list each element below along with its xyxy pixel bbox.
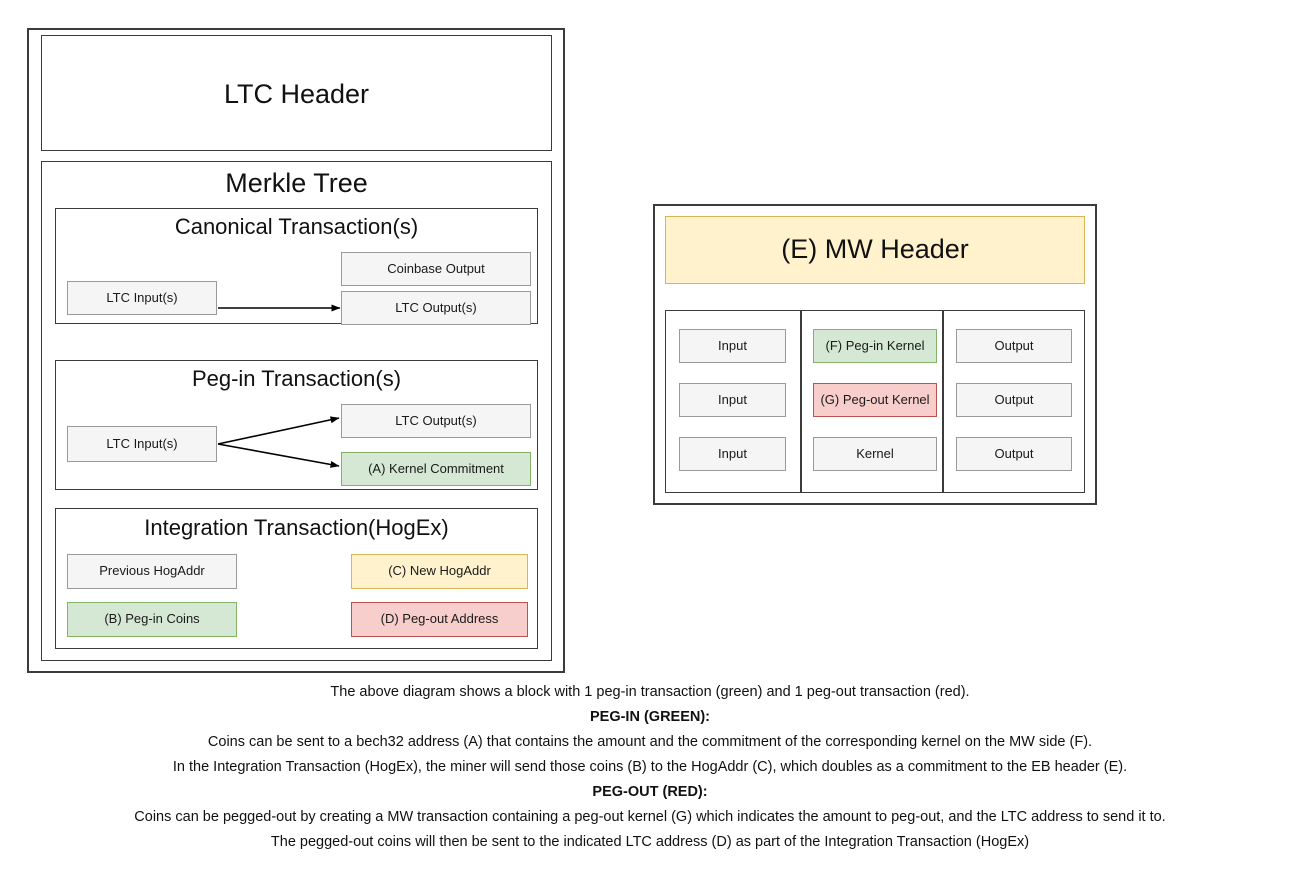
mw-input-2[interactable]: Input xyxy=(679,383,786,417)
integration-transaction-title: Integration Transaction(HogEx) xyxy=(144,515,449,540)
integration-previous-hogaddr[interactable]: Previous HogAddr xyxy=(67,554,237,589)
mw-input-1[interactable]: Input xyxy=(679,329,786,363)
pegin-ltc-output[interactable]: LTC Output(s) xyxy=(341,404,531,438)
integration-pegin-coins[interactable]: (B) Peg-in Coins xyxy=(67,602,237,637)
merkle-tree-label: Merkle Tree xyxy=(225,168,368,198)
caption-line-1: The above diagram shows a block with 1 p… xyxy=(330,684,970,700)
mw-pegout-kernel[interactable]: (G) Peg-out Kernel xyxy=(813,383,937,417)
integration-new-hogaddr[interactable]: (C) New HogAddr xyxy=(351,554,528,589)
mw-header-box: (E) MW Header xyxy=(665,216,1085,284)
caption-line-3: Coins can be sent to a bech32 address (A… xyxy=(207,734,1093,750)
caption-line-5: PEG-OUT (RED): xyxy=(592,784,708,800)
canonical-ltc-input[interactable]: LTC Input(s) xyxy=(67,281,217,315)
pegin-ltc-input[interactable]: LTC Input(s) xyxy=(67,426,217,462)
mw-pegin-kernel[interactable]: (F) Peg-in Kernel xyxy=(813,329,937,363)
mw-column-divider-1 xyxy=(800,310,802,493)
mw-output-1[interactable]: Output xyxy=(956,329,1072,363)
canonical-ltc-output[interactable]: LTC Output(s) xyxy=(341,291,531,325)
caption-line-6: Coins can be pegged-out by creating a MW… xyxy=(134,809,1166,825)
caption-line-4: In the Integration Transaction (HogEx), … xyxy=(172,759,1128,775)
mw-input-3[interactable]: Input xyxy=(679,437,786,471)
mw-column-divider-2 xyxy=(942,310,944,493)
mw-header-label: (E) MW Header xyxy=(781,234,969,265)
canonical-transaction-title: Canonical Transaction(s) xyxy=(174,214,419,239)
ltc-header-box xyxy=(41,35,552,151)
caption-line-2: PEG-IN (GREEN): xyxy=(589,709,711,725)
pegin-kernel-commitment[interactable]: (A) Kernel Commitment xyxy=(341,452,531,486)
ltc-header-label: LTC Header xyxy=(223,79,370,109)
canonical-coinbase-output[interactable]: Coinbase Output xyxy=(341,252,531,286)
mw-output-3[interactable]: Output xyxy=(956,437,1072,471)
mw-output-2[interactable]: Output xyxy=(956,383,1072,417)
integration-pegout-address[interactable]: (D) Peg-out Address xyxy=(351,602,528,637)
mw-kernel[interactable]: Kernel xyxy=(813,437,937,471)
caption-block: The above diagram shows a block with 1 p… xyxy=(0,680,1300,855)
caption-line-7: The pegged-out coins will then be sent t… xyxy=(270,834,1030,850)
pegin-transaction-title: Peg-in Transaction(s) xyxy=(191,366,402,391)
